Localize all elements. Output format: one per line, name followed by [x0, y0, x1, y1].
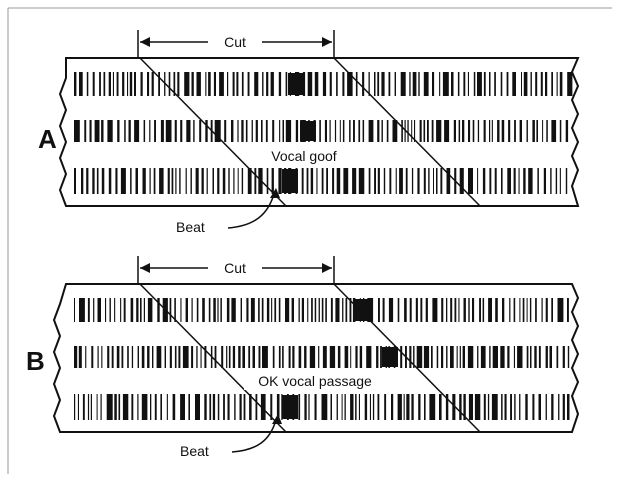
track-a-3	[74, 168, 568, 194]
cut-line-b-right	[333, 283, 481, 433]
panel-a: Cut Vocal goof A Beat	[38, 30, 580, 235]
cut-line-a-right	[333, 57, 481, 207]
cut-label-b: Cut	[224, 260, 246, 276]
track-b-2	[74, 346, 570, 368]
track-a-1	[74, 72, 573, 96]
cut-line-a-left	[139, 57, 287, 207]
annotation-a: Vocal goof	[271, 148, 336, 164]
beat-arrow-a	[227, 193, 275, 229]
track-b-1	[74, 298, 569, 322]
annotation-b: OK vocal passage	[258, 373, 372, 389]
beat-label-a: Beat	[176, 219, 205, 235]
beat-label-b: Beat	[180, 443, 209, 459]
track-a-2	[74, 120, 569, 142]
panel-label-b: B	[26, 346, 45, 376]
track-b-3	[74, 394, 570, 420]
cut-line-b-left	[139, 283, 287, 433]
cut-dimension-a: Cut	[137, 30, 335, 58]
cut-dimension-b: Cut	[137, 256, 335, 284]
panel-label-a: A	[38, 124, 57, 154]
panel-b: Cut OK vocal passage B Beat	[26, 256, 580, 459]
beat-arrow-b	[231, 419, 277, 453]
cut-label-a: Cut	[224, 34, 246, 50]
